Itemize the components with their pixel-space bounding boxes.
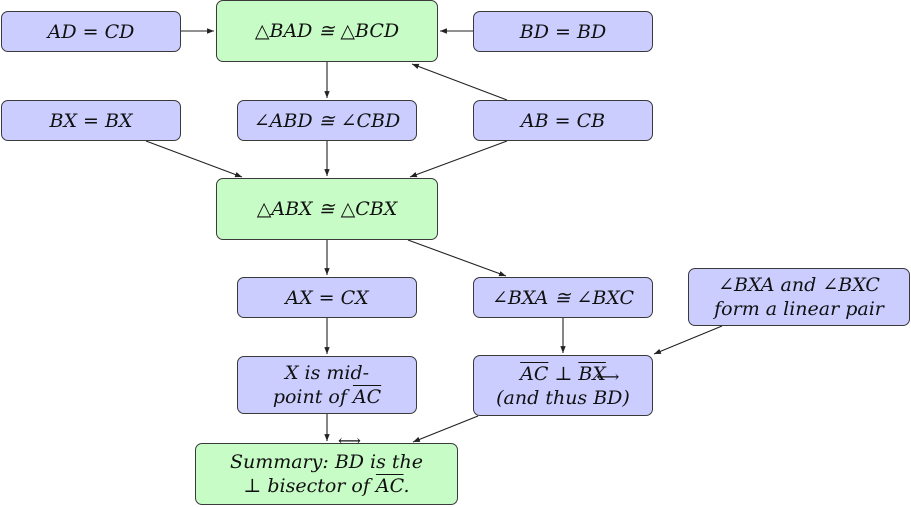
node-text-line1: ∠BXA and ∠BXC [718, 274, 880, 296]
node-text: △BAD ≅ △BCD [254, 20, 400, 42]
perp-symbol: ⊥ [548, 362, 579, 385]
node-text: AB = CB [520, 109, 606, 132]
text-part: Summary: [229, 451, 335, 473]
segment-ac: AC [520, 362, 549, 385]
node-text-line1: Summary: BD is the [230, 450, 423, 474]
node-text: AX = CX [285, 286, 369, 309]
node-text: △ABX ≅ △CBX [256, 198, 398, 220]
segment-ac: AC [375, 475, 404, 497]
node-text-line1: AC ⊥ BX [520, 362, 606, 386]
node-angle-bxa-cong-bxc: ∠BXA ≅ ∠BXC [473, 277, 653, 318]
node-text: BD = BD [519, 20, 607, 43]
node-text-line2: (and thus BD) [496, 386, 630, 410]
node-bd-eq-bd: BD = BD [473, 11, 653, 52]
arrow-bx-to-abx [145, 140, 243, 178]
node-text-line1: X is mid- [284, 362, 370, 384]
node-triangle-bad-cong-bcd: △BAD ≅ △BCD [216, 0, 438, 62]
node-ac-perp-bx: AC ⊥ BX (and thus BD) [473, 355, 653, 416]
arrow-ab-cb-to-bad [411, 63, 508, 101]
arrow-abx-to-bxa [407, 239, 507, 277]
node-text-line2: point of AC [273, 385, 381, 409]
node-ax-eq-cx: AX = CX [237, 277, 417, 318]
segment-ac: AC [352, 386, 382, 408]
text-part: ) [622, 386, 630, 409]
node-summary: Summary: BD is the ⊥ bisector of AC. [195, 443, 458, 505]
node-linear-pair: ∠BXA and ∠BXC form a linear pair [688, 268, 910, 326]
text-part: is the [364, 451, 424, 473]
arrow-linear-pair-to-perp [653, 325, 723, 355]
node-text: BX = BX [49, 109, 133, 132]
text-part: point of [272, 386, 353, 408]
node-angle-abd-cong-cbd: ∠ABD ≅ ∠CBD [237, 100, 417, 141]
node-ab-eq-cb: AB = CB [473, 100, 653, 141]
node-text-line2: form a linear pair [714, 298, 884, 320]
text-part: (and thus [496, 386, 594, 409]
node-x-midpoint: X is mid- point of AC [237, 356, 417, 414]
node-text: AD = CD [47, 20, 135, 43]
node-triangle-abx-cong-cbx: △ABX ≅ △CBX [216, 178, 438, 240]
node-bx-eq-bx: BX = BX [1, 100, 181, 141]
text-part: ⊥ bisector of [243, 475, 376, 497]
line-bd: BD [335, 450, 364, 474]
node-text-line2: ⊥ bisector of AC. [243, 474, 409, 498]
node-text: ∠BXA ≅ ∠BXC [491, 286, 635, 309]
arrow-ab-cb-to-abx [409, 140, 508, 178]
line-bd: BD [593, 386, 622, 410]
text-part: . [403, 475, 410, 497]
node-text: ∠ABD ≅ ∠CBD [253, 109, 401, 132]
arrow-perp-to-summary [412, 415, 479, 443]
node-ad-eq-cd: AD = CD [1, 11, 181, 52]
